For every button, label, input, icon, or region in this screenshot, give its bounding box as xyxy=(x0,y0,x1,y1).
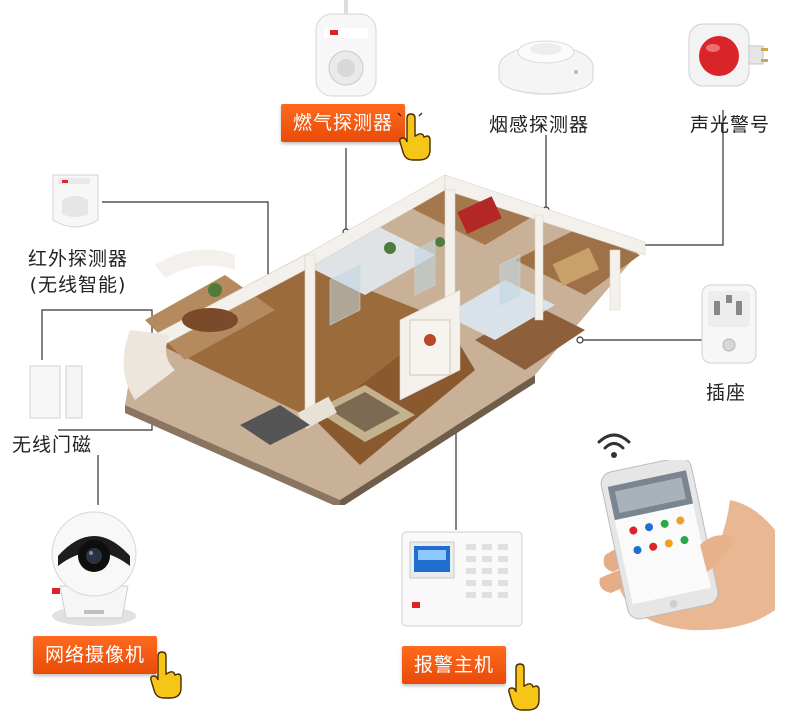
socket-device xyxy=(701,284,757,364)
alarm-host-button[interactable]: 报警主机 xyxy=(402,646,507,684)
camera-label: 网络摄像机 xyxy=(45,644,146,666)
gas-detector-device xyxy=(315,0,377,97)
hand-pointer-icon[interactable] xyxy=(397,112,433,162)
infrared-detector-device xyxy=(52,174,99,228)
camera-device xyxy=(51,511,137,626)
smartphone-app xyxy=(599,460,775,631)
hand-pointer-icon[interactable] xyxy=(506,660,542,712)
infrared-label-line1: 红外探测器 xyxy=(28,248,129,270)
house-floorplan xyxy=(123,174,646,505)
door-sensor-label: 无线门磁 xyxy=(12,434,93,456)
alarm-host-device xyxy=(401,531,523,627)
gas-detector-button[interactable]: 燃气探测器 xyxy=(281,104,406,142)
smoke-detector-label: 烟感探测器 xyxy=(489,114,590,136)
infrared-label: 红外探测器 (无线智能) xyxy=(28,246,128,298)
siren-label: 声光警号 xyxy=(690,114,771,136)
door-sensor-device xyxy=(29,365,83,419)
gas-detector-label: 燃气探测器 xyxy=(293,112,394,134)
wifi-icon xyxy=(597,433,631,458)
smoke-detector-device xyxy=(498,40,594,95)
siren-device xyxy=(688,23,768,87)
socket-label: 插座 xyxy=(706,382,747,404)
hand-pointer-icon[interactable] xyxy=(148,648,184,700)
alarm-host-label: 报警主机 xyxy=(414,654,495,676)
infrared-label-line2: (无线智能) xyxy=(29,274,127,296)
camera-button[interactable]: 网络摄像机 xyxy=(33,636,158,674)
